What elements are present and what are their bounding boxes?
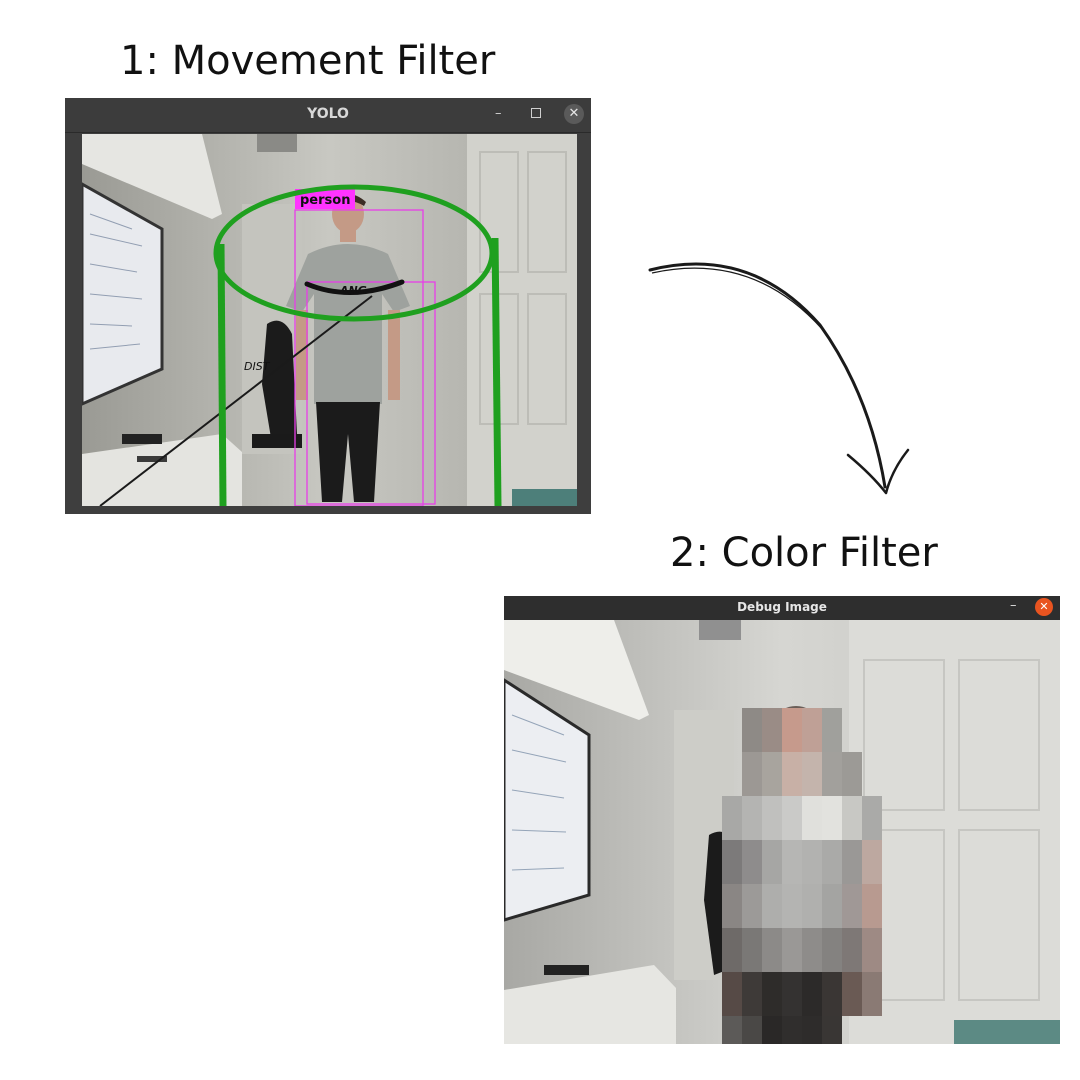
pixel-block (862, 972, 882, 1016)
pixel-block (802, 1016, 822, 1044)
debug-image-window: Debug Image – ✕ (504, 596, 1060, 1044)
minimize-button[interactable]: – (495, 106, 502, 121)
pixel-block (722, 1016, 742, 1044)
pixel-block (822, 796, 842, 840)
pixel-block (802, 796, 822, 840)
person-label-background (295, 189, 355, 209)
pixelated-person (722, 706, 882, 1044)
pixel-block (782, 840, 802, 884)
pixel-block (722, 840, 742, 884)
pixel-block (842, 796, 862, 840)
yolo-titlebar[interactable]: YOLO – ✕ (65, 98, 591, 133)
pixel-block (842, 972, 862, 1016)
pixel-block (742, 928, 762, 972)
pixel-block (762, 1016, 782, 1044)
pixel-block (742, 752, 762, 796)
pixel-block (802, 708, 822, 752)
pixel-block (762, 928, 782, 972)
whiteboard (82, 182, 164, 406)
pixel-block (822, 928, 842, 972)
pixel-block (762, 708, 782, 752)
pixel-block (822, 840, 842, 884)
pixel-block (782, 752, 802, 796)
debug-window-title: Debug Image (737, 600, 827, 614)
pixel-block (842, 884, 862, 928)
wall-shelf (82, 134, 222, 219)
room-door (467, 134, 577, 506)
pixel-block (822, 972, 842, 1016)
pixel-block (782, 928, 802, 972)
debug-camera-view (504, 620, 1060, 1044)
pixel-block (802, 972, 822, 1016)
person-label: person (300, 193, 350, 208)
pixel-block (722, 928, 742, 972)
color-filter-heading: 2: Color Filter (670, 530, 938, 576)
pixel-block (742, 840, 762, 884)
pixel-block (822, 708, 842, 752)
pixel-block (762, 884, 782, 928)
pixel-block (782, 708, 802, 752)
movement-cylinder-right-edge (491, 237, 502, 506)
pixel-block (802, 752, 822, 796)
close-button[interactable]: ✕ (564, 104, 584, 124)
pixel-block (742, 796, 762, 840)
pixel-block (842, 840, 862, 884)
pixel-block (782, 972, 802, 1016)
wall-shelf (504, 620, 649, 720)
yolo-window: YOLO – ✕ (65, 98, 591, 514)
pixel-block (762, 796, 782, 840)
pixel-block (822, 884, 842, 928)
pixel-block (802, 840, 822, 884)
pixel-block (762, 840, 782, 884)
minimize-button[interactable]: – (1010, 598, 1017, 613)
room-door (849, 620, 1060, 1044)
person-figure (286, 194, 410, 502)
pixel-block (862, 796, 882, 840)
distance-line (99, 295, 373, 506)
pixel-block (782, 1016, 802, 1044)
pixel-block (862, 928, 882, 972)
movement-cylinder-left-edge (217, 243, 227, 506)
pixel-block (742, 884, 762, 928)
pixel-block (802, 928, 822, 972)
office-chair (262, 320, 297, 444)
pixel-block (822, 752, 842, 796)
pixel-block (822, 1016, 842, 1044)
pixel-block (722, 884, 742, 928)
pixel-block (722, 796, 742, 840)
debug-titlebar[interactable]: Debug Image – ✕ (504, 596, 1060, 620)
pixel-block (762, 752, 782, 796)
yolo-window-title: YOLO (307, 106, 349, 122)
yolo-camera-view: person DIST ANG (82, 134, 577, 506)
pixel-block (722, 972, 742, 1016)
pixel-block (762, 972, 782, 1016)
pixel-block (842, 752, 862, 796)
angle-arc (304, 279, 405, 295)
maximize-button[interactable] (531, 108, 541, 118)
pixel-block (782, 884, 802, 928)
curved-arrow-icon (648, 262, 910, 495)
angle-label: ANG (339, 284, 367, 297)
pixel-block (862, 840, 882, 884)
pixel-block (782, 796, 802, 840)
pixel-block (742, 708, 762, 752)
pixel-block (862, 884, 882, 928)
close-button[interactable]: ✕ (1035, 598, 1053, 616)
pixel-block (802, 884, 822, 928)
secondary-detection-box (306, 281, 436, 505)
person-detection-box (294, 209, 424, 506)
whiteboard (504, 678, 591, 922)
desk (504, 965, 676, 1044)
pixel-block (742, 1016, 762, 1044)
pixel-block (742, 972, 762, 1016)
movement-filter-heading: 1: Movement Filter (120, 38, 496, 84)
pixel-block (842, 928, 862, 972)
distance-label: DIST (244, 360, 271, 373)
